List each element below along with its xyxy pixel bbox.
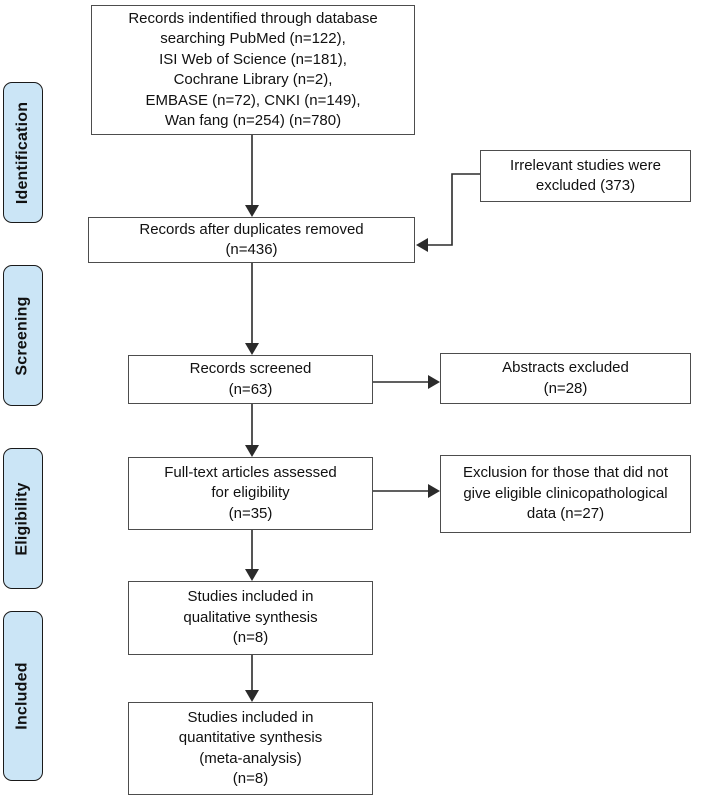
box-irrelevant-excluded: Irrelevant studies were excluded (373)	[480, 150, 691, 202]
stage-label-included-text: Included	[14, 662, 32, 730]
stage-label-identification-text: Identification	[14, 101, 32, 204]
box-qualitative-synthesis: Studies included in qualitative synthesi…	[128, 581, 373, 655]
box-records-screened: Records screened (n=63)	[128, 355, 373, 404]
box-exclusion-no-data: Exclusion for those that did not give el…	[440, 455, 691, 533]
stage-label-eligibility-text: Eligibility	[14, 481, 32, 556]
stage-label-eligibility: Eligibility	[3, 448, 43, 589]
stage-label-identification: Identification	[3, 82, 43, 223]
stage-label-screening-text: Screening	[14, 295, 32, 376]
box-records-identified: Records indentified through database sea…	[91, 5, 415, 135]
box-duplicates-removed: Records after duplicates removed (n=436)	[88, 217, 415, 263]
box-fulltext-assessed: Full-text articles assessed for eligibil…	[128, 457, 373, 530]
stage-label-screening: Screening	[3, 265, 43, 406]
box-abstracts-excluded: Abstracts excluded (n=28)	[440, 353, 691, 404]
stage-label-included: Included	[3, 611, 43, 781]
box-quantitative-synthesis: Studies included in quantitative synthes…	[128, 702, 373, 795]
